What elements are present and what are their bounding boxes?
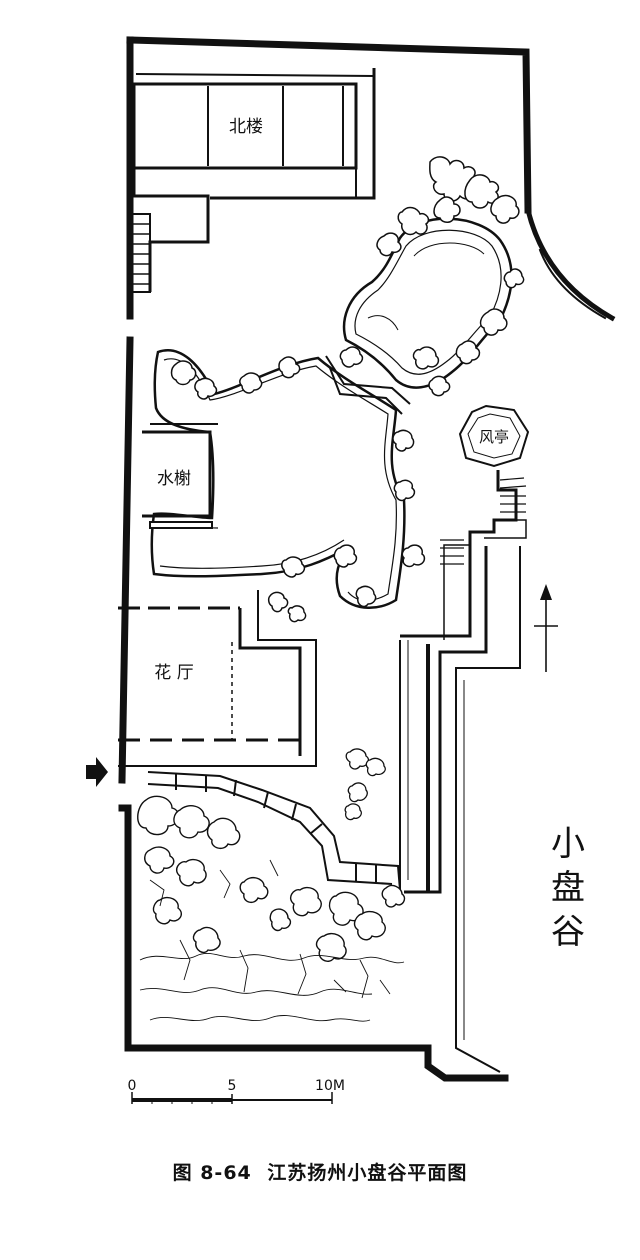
courtyard-rocks: [344, 748, 386, 821]
stairs-east: [440, 477, 527, 565]
flower-hall-label: 花 厅: [154, 663, 193, 683]
seal-script-title: 小 盘 谷: [548, 822, 588, 982]
scale-tick-0: 0: [128, 1078, 137, 1094]
outer-wall: [118, 36, 616, 1082]
north-building: [132, 68, 376, 292]
seal-char-2: 盘: [551, 868, 585, 908]
east-corridor: [399, 404, 530, 1073]
figure-title: 江苏扬州小盘谷平面图: [267, 1162, 468, 1184]
rock-hill-texture: [139, 859, 405, 1022]
stone-bridge: [325, 355, 411, 415]
seal-char-1: 小: [551, 824, 585, 864]
scale-tick-5: 5: [228, 1078, 237, 1094]
figure-number: 图 8-64: [172, 1162, 252, 1184]
wind-pavilion-label: 风亭: [479, 428, 509, 446]
scale-bar: [131, 1092, 333, 1104]
flower-hall: [118, 590, 317, 767]
figure-caption: 图 8-64 江苏扬州小盘谷平面图: [0, 1158, 640, 1185]
rock-hill: [137, 795, 406, 962]
seal-char-3: 谷: [551, 912, 585, 952]
entrance-arrow-icon: [86, 757, 108, 787]
scale-tick-10m: 10M: [315, 1078, 345, 1094]
water-pavilion-label: 水榭: [157, 469, 191, 489]
zigzag-path: [147, 771, 401, 891]
rockery-lower: [170, 356, 426, 623]
rockery-upper: [339, 156, 525, 397]
stairs-north: [127, 213, 151, 293]
north-building-label: 北楼: [229, 117, 263, 137]
water-pavilion: [142, 423, 218, 529]
north-arrow-icon: [534, 584, 558, 672]
